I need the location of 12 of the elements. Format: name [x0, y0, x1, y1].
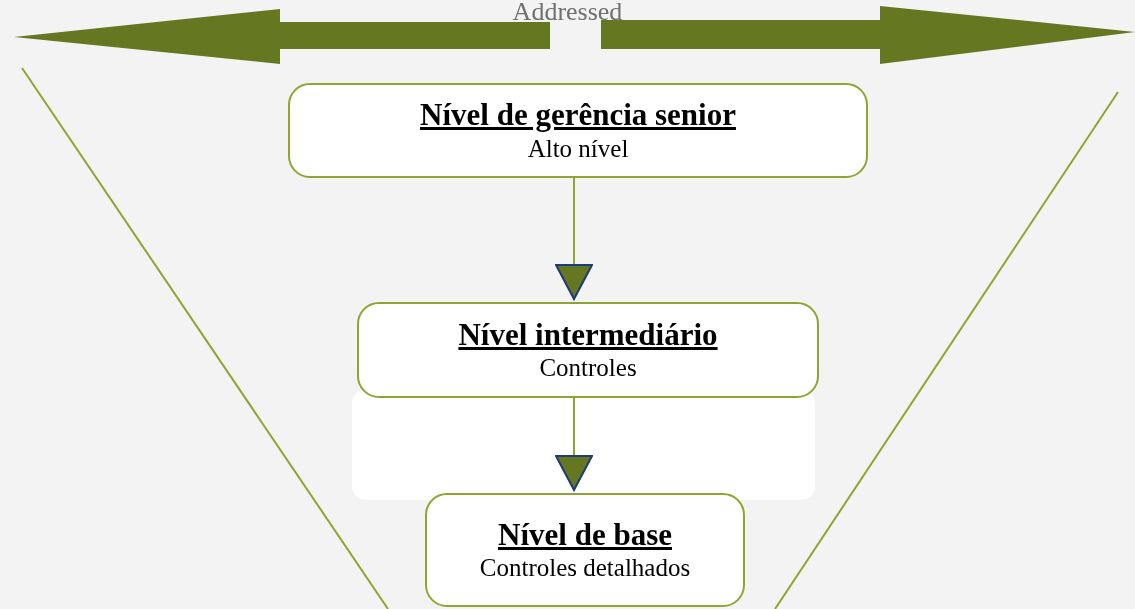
- heading-text: Addressed: [511, 0, 624, 27]
- level-box: [288, 83, 868, 178]
- level-heading: Nível de base: [498, 516, 672, 553]
- arrow: [555, 397, 593, 492]
- level-description: Controles detalhados: [479, 554, 691, 584]
- level-heading: Nível intermediário: [458, 316, 718, 353]
- arrow: [555, 177, 593, 301]
- level-box: [425, 493, 745, 607]
- level-heading: Nível de gerência senior: [420, 97, 736, 133]
- level-box: [357, 302, 819, 398]
- level-description: Controles: [539, 354, 637, 384]
- level-description: Alto nível: [527, 134, 629, 164]
